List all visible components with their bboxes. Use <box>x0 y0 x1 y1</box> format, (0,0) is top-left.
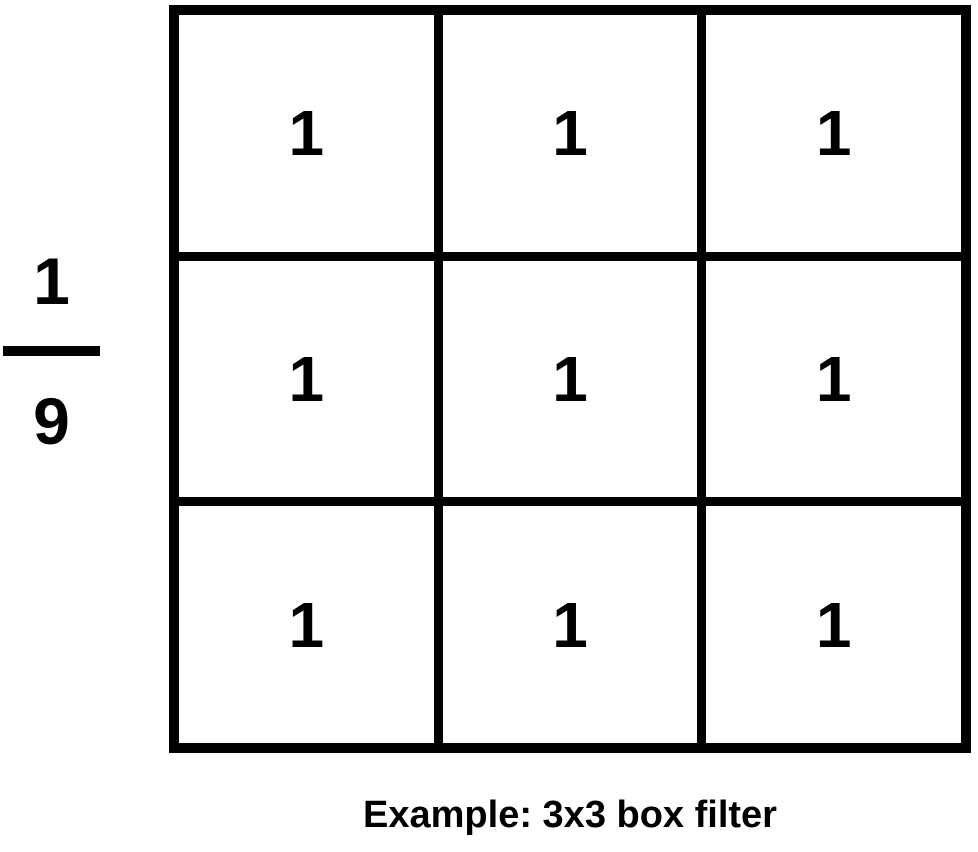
scale-fraction: 1 9 <box>3 248 100 454</box>
fraction-numerator: 1 <box>33 244 70 318</box>
kernel-cell-r2c2: 1 <box>706 506 961 743</box>
kernel-cell-r1c1: 1 <box>442 260 698 498</box>
kernel-cell-r1c2: 1 <box>706 260 961 498</box>
fraction-denominator: 9 <box>33 384 70 458</box>
figure-caption: Example: 3x3 box filter <box>363 794 777 836</box>
kernel-grid: 1 1 1 1 1 1 1 1 1 <box>169 5 971 753</box>
kernel-cell-r2c1: 1 <box>442 506 698 743</box>
kernel-cell-r1c0: 1 <box>179 260 434 498</box>
kernel-cell-r0c0: 1 <box>179 15 434 252</box>
kernel-cell-r2c0: 1 <box>179 506 434 743</box>
kernel-cell-r0c2: 1 <box>706 15 961 252</box>
fraction-bar <box>3 346 100 356</box>
kernel-cell-r0c1: 1 <box>442 15 698 252</box>
